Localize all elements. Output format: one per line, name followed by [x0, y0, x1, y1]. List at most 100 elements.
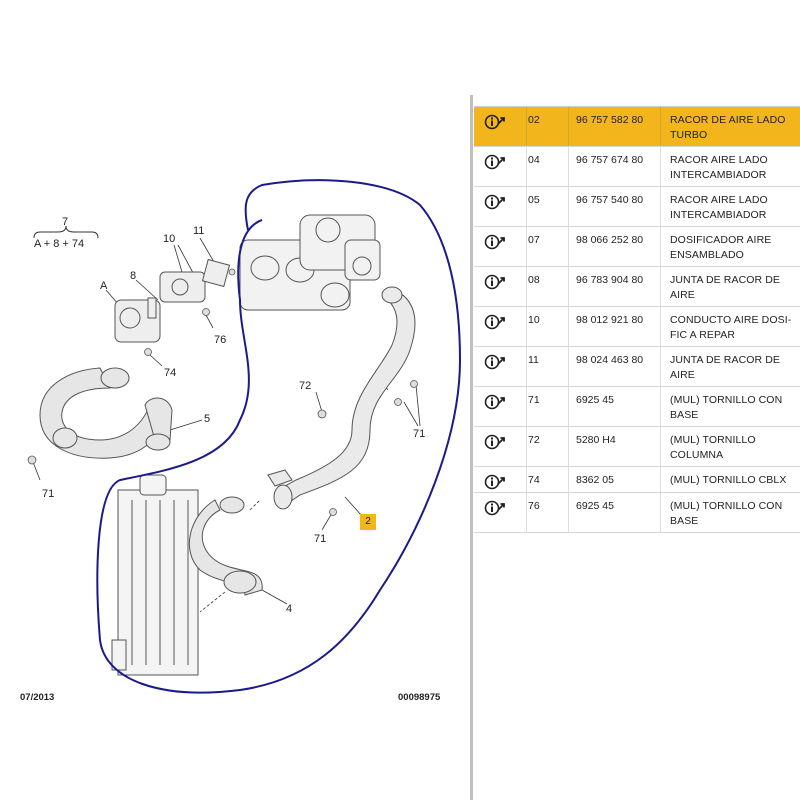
- parts-row-11[interactable]: 11 98 024 463 80 JUNTA DE RACOR DE AIRE: [474, 347, 800, 387]
- column-separator: [526, 387, 527, 426]
- column-separator: [568, 267, 569, 306]
- column-separator: [526, 107, 527, 146]
- intercooler: [111, 474, 199, 676]
- column-separator: [526, 307, 527, 346]
- part-description: RACOR AIRE LADO INTERCAMBIADOR: [670, 154, 768, 181]
- callout-10: 10: [163, 233, 176, 245]
- hand-drawn-annotation: [96, 179, 462, 694]
- part-description: (MUL) TORNILLO CON BASE: [670, 394, 783, 421]
- info-arrow-icon[interactable]: [474, 433, 528, 456]
- screws: [27, 268, 418, 516]
- info-arrow-icon[interactable]: [474, 473, 528, 496]
- part-number: 98 012 921 80: [576, 314, 644, 326]
- column-separator: [660, 467, 661, 492]
- part-ref: 07: [528, 234, 540, 246]
- formula-bottom: A + 8 + 74: [34, 238, 85, 250]
- part-description: (MUL) TORNILLO COLUMNA: [670, 434, 756, 461]
- info-arrow-icon[interactable]: [474, 273, 528, 296]
- pipe-05: [39, 367, 173, 459]
- column-separator: [660, 387, 661, 426]
- info-arrow-icon[interactable]: [474, 393, 528, 416]
- formula-top: 7: [62, 216, 69, 228]
- column-separator: [660, 107, 661, 146]
- table-header-strip: [474, 96, 800, 107]
- turbocharger-manifold: [239, 214, 381, 311]
- column-separator: [568, 187, 569, 226]
- part-number: 6925 45: [576, 500, 614, 512]
- parts-row-02[interactable]: 02 96 757 582 80 RACOR DE AIRE LADO TURBO: [474, 107, 800, 147]
- column-separator: [526, 187, 527, 226]
- column-separator: [526, 347, 527, 386]
- info-arrow-icon[interactable]: [474, 153, 528, 176]
- part-ref: 72: [528, 434, 540, 446]
- pipe-02: [267, 286, 416, 510]
- callout-A: A: [100, 280, 108, 292]
- callout-76: 76: [214, 334, 227, 346]
- column-separator: [568, 107, 569, 146]
- callout-74: 74: [164, 367, 177, 379]
- info-arrow-icon[interactable]: [474, 499, 528, 522]
- column-separator: [568, 307, 569, 346]
- part-number: 98 066 252 80: [576, 234, 644, 246]
- column-separator: [568, 387, 569, 426]
- part-number: 96 757 674 80: [576, 154, 644, 166]
- callout-71-mid: 71: [314, 533, 327, 545]
- callout-4: 4: [286, 603, 293, 615]
- callout-71-left: 71: [42, 488, 55, 500]
- column-separator: [526, 227, 527, 266]
- part-number: 98 024 463 80: [576, 354, 644, 366]
- formula-bracket: [33, 225, 99, 239]
- part-description: JUNTA DE RACOR DE AIRE: [670, 354, 781, 381]
- callout-2-highlight[interactable]: 2: [360, 514, 376, 530]
- part-number: 8362 05: [576, 474, 614, 486]
- column-separator: [660, 427, 661, 466]
- callout-11: 11: [193, 225, 205, 237]
- part-number: 96 757 582 80: [576, 114, 644, 126]
- column-separator: [568, 347, 569, 386]
- part-description: RACOR AIRE LADO INTERCAMBIADOR: [670, 194, 768, 221]
- info-arrow-icon[interactable]: [474, 353, 528, 376]
- part-description: RACOR DE AIRE LADO TURBO: [670, 114, 786, 141]
- column-separator: [660, 227, 661, 266]
- part-number: 6925 45: [576, 394, 614, 406]
- panel-divider: [470, 95, 473, 800]
- part-number: 96 783 904 80: [576, 274, 644, 286]
- column-separator: [660, 347, 661, 386]
- column-separator: [568, 427, 569, 466]
- part-ref: 11: [528, 354, 539, 366]
- part-description: (MUL) TORNILLO CBLX: [670, 474, 787, 486]
- part-ref: 02: [528, 114, 540, 126]
- parts-diagram-svg: [27, 94, 800, 694]
- callout-71-right: 71: [413, 428, 426, 440]
- column-separator: [568, 467, 569, 492]
- column-separator: [660, 147, 661, 186]
- info-arrow-icon[interactable]: [474, 193, 528, 216]
- part-description: DOSIFICADOR AIRE ENSAMBLADO: [670, 234, 772, 261]
- pipe-04: [188, 496, 263, 596]
- diagram-date: 07/2013: [20, 692, 55, 703]
- column-separator: [526, 267, 527, 306]
- info-arrow-icon[interactable]: [474, 313, 528, 336]
- part-number: 96 757 540 80: [576, 194, 644, 206]
- column-separator: [526, 427, 527, 466]
- part-ref: 76: [528, 500, 540, 512]
- column-separator: [568, 147, 569, 186]
- column-separator: [660, 307, 661, 346]
- info-arrow-icon[interactable]: [474, 233, 528, 256]
- column-separator: [526, 493, 527, 532]
- part-ref: 08: [528, 274, 540, 286]
- leader-lines: [32, 237, 421, 613]
- info-arrow-icon[interactable]: [474, 113, 528, 136]
- column-separator: [660, 267, 661, 306]
- parts-row-07[interactable]: 07 98 066 252 80 DOSIFICADOR AIRE ENSAMBLA…: [474, 227, 800, 267]
